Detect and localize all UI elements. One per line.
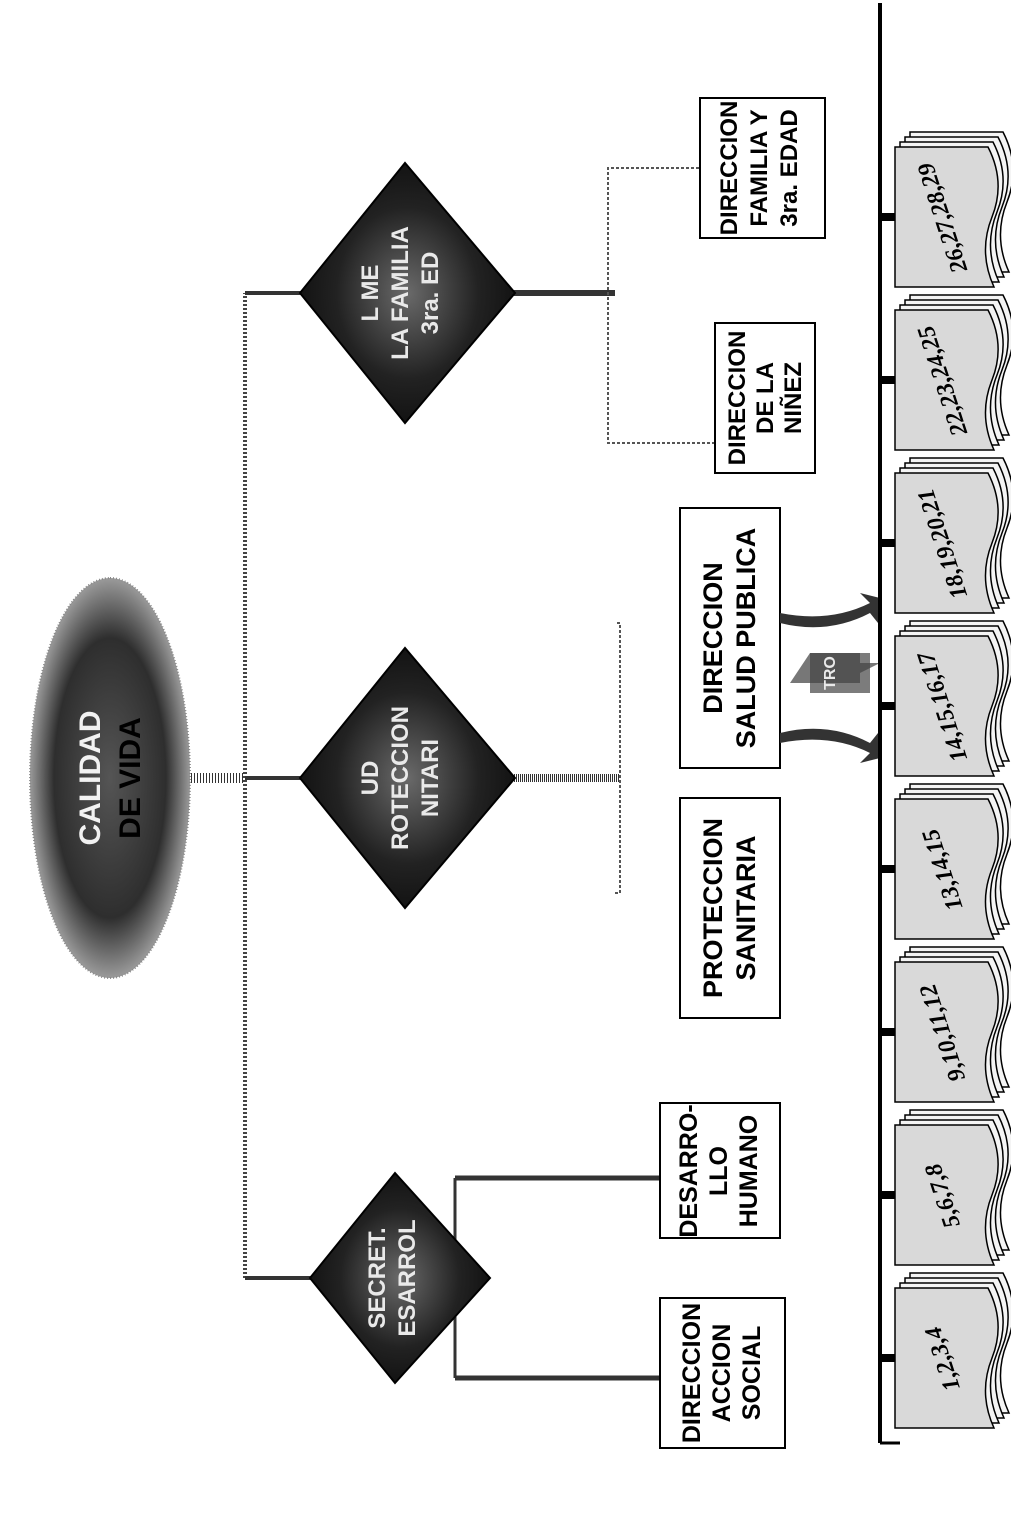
box-desarrollo-humano: DESARRO- LLO HUMANO xyxy=(659,1102,781,1239)
document-connector xyxy=(878,539,898,547)
diamond2-line3: NITARI xyxy=(417,739,444,817)
diamond-familia: L ME LA FAMILIA 3ra. ED xyxy=(298,161,517,425)
document-stack: 13,14,15 xyxy=(878,783,1011,940)
salud-line2: SALUD PUBLICA xyxy=(731,528,761,749)
title-ellipse xyxy=(29,577,191,979)
desarrollo-line2: LLO xyxy=(705,1146,733,1196)
document-stack: 18,19,20,21 xyxy=(878,457,1011,614)
salud-line1: DIRECCION xyxy=(698,562,728,714)
document-page xyxy=(894,1287,999,1429)
document-page xyxy=(894,472,999,614)
document-page xyxy=(894,309,999,451)
document-stack: 14,15,16,17 xyxy=(878,620,1011,777)
diamond-secretaria: SECRET. ESARROL xyxy=(308,1171,492,1385)
diamond3-line1: L ME xyxy=(357,265,384,322)
document-connector xyxy=(878,865,898,873)
box-direccion-ninez: DIRECCION DE LA NIÑEZ xyxy=(714,322,816,474)
document-connector xyxy=(878,702,898,710)
proteccion-line1: PROTECCION xyxy=(698,818,728,998)
document-stacks: 1,2,3,45,6,7,89,10,11,1213,14,1514,15,16… xyxy=(878,131,1011,1429)
document-stack: 1,2,3,4 xyxy=(878,1272,1011,1429)
box-salud-publica: DIRECCION SALUD PUBLICA xyxy=(679,507,781,769)
document-connector xyxy=(878,1028,898,1036)
title-line2: DE VIDA xyxy=(114,717,147,839)
familia-line3: 3ra. EDAD xyxy=(776,109,803,226)
box-direccion-familia: DIRECCION FAMILIA Y 3ra. EDAD xyxy=(699,97,826,239)
document-stack: 5,6,7,8 xyxy=(878,1109,1011,1266)
diamond1-line2: ESARROL xyxy=(394,1219,421,1336)
document-page xyxy=(894,961,999,1103)
d2-branch xyxy=(615,622,621,894)
desarrollo-line3: HUMANO xyxy=(735,1115,763,1228)
diamond3-line3: 3ra. ED xyxy=(417,252,444,335)
ninez-line1: DIRECCION xyxy=(724,331,751,466)
diamond3-line2: LA FAMILIA xyxy=(387,226,414,360)
document-page xyxy=(894,635,999,777)
document-stack: 22,23,24,25 xyxy=(878,294,1011,451)
document-connector xyxy=(878,213,898,221)
d3-branch xyxy=(607,167,715,444)
diamond2-line1: UD xyxy=(357,761,384,796)
document-page xyxy=(894,146,999,288)
distribution-arrows: TRO xyxy=(780,593,880,763)
document-connector xyxy=(878,1354,898,1362)
ninez-line2: DE LA xyxy=(752,362,779,434)
box-direccion-accion-social: DIRECCION ACCION SOCIAL xyxy=(659,1297,786,1449)
accion-line3: SOCIAL xyxy=(738,1326,766,1420)
desarrollo-line1: DESARRO- xyxy=(675,1104,703,1237)
accion-line2: ACCION xyxy=(708,1324,736,1423)
document-connector xyxy=(878,376,898,384)
familia-line2: FAMILIA Y xyxy=(746,109,773,226)
accion-line1: DIRECCION xyxy=(678,1303,706,1443)
document-page xyxy=(894,798,999,940)
document-connector xyxy=(878,1191,898,1199)
ninez-line3: NIÑEZ xyxy=(779,362,807,434)
proteccion-line2: SANITARIA xyxy=(731,836,761,981)
arrow-fragment: TRO xyxy=(822,656,839,690)
diamond1-line1: SECRET. xyxy=(364,1227,391,1328)
diamond-salud: UD ROTECCION NITARI xyxy=(298,646,517,910)
familia-line1: DIRECCION xyxy=(716,101,743,236)
document-stack: 26,27,28,29 xyxy=(878,131,1011,288)
box-proteccion-sanitaria: PROTECCION SANITARIA xyxy=(679,797,781,1019)
document-stack: 9,10,11,12 xyxy=(878,946,1011,1103)
title-line1: CALIDAD xyxy=(74,711,107,846)
diamond2-line2: ROTECCION xyxy=(387,706,414,850)
document-page xyxy=(894,1124,999,1266)
